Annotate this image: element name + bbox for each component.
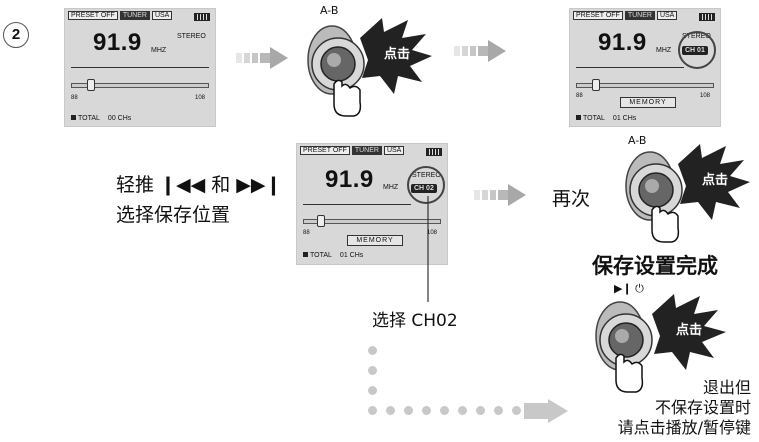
folder-icon bbox=[71, 115, 76, 120]
device-knob-bottom[interactable]: 点击 bbox=[586, 292, 736, 396]
path-dot bbox=[368, 366, 377, 375]
path-dot bbox=[458, 406, 467, 415]
channel-count: 01 CHs bbox=[612, 115, 637, 122]
arrow-right-icon bbox=[474, 184, 526, 206]
memory-label: MEMORY bbox=[620, 97, 676, 108]
ab-label: A-B bbox=[320, 4, 339, 17]
region-status: USA bbox=[656, 11, 678, 20]
device-knob-top[interactable]: 点击 bbox=[298, 16, 434, 120]
frequency-unit: MHZ bbox=[383, 184, 399, 191]
channel-total: TOTAL 01 CHs bbox=[303, 252, 363, 259]
folder-icon bbox=[576, 115, 581, 120]
tick-min: 88 bbox=[303, 230, 310, 236]
preset-status: PRESET OFF bbox=[573, 11, 623, 20]
tuning-thumb bbox=[87, 79, 95, 91]
exit-line-3: 请点击播放/暂停键 bbox=[617, 418, 751, 437]
play-pause-power-label: ▶❙ ⏻ bbox=[614, 282, 644, 295]
tick-max: 108 bbox=[427, 230, 438, 236]
path-arrowhead-icon bbox=[524, 399, 568, 423]
instruction-line-1: 轻推 ❙◀◀ 和 ▶▶❙ bbox=[116, 174, 282, 196]
channel-total: TOTAL 00 CHs bbox=[71, 115, 131, 122]
click-burst-text: 点击 bbox=[676, 322, 702, 338]
folder-icon bbox=[303, 252, 308, 257]
battery-icon bbox=[699, 13, 715, 21]
click-burst-text: 点击 bbox=[702, 172, 728, 188]
divider bbox=[576, 67, 684, 68]
tuning-track bbox=[576, 83, 714, 88]
path-dot bbox=[368, 346, 377, 355]
frequency-display: 91.9 bbox=[93, 29, 142, 56]
battery-icon bbox=[426, 148, 442, 156]
click-burst-text: 点击 bbox=[384, 46, 410, 62]
region-status: USA bbox=[151, 11, 173, 20]
tick-max: 108 bbox=[700, 93, 711, 99]
stereo-indicator: STEREO bbox=[177, 33, 206, 40]
again-label: 再次 bbox=[552, 188, 591, 210]
save-complete-label: 保存设置完成 bbox=[592, 254, 718, 278]
tick-min: 88 bbox=[71, 95, 78, 101]
mode-status: TUNER bbox=[624, 11, 655, 20]
callout-line bbox=[427, 196, 429, 302]
frequency-unit: MHZ bbox=[151, 47, 167, 54]
exit-line-2: 不保存设置时 bbox=[654, 398, 751, 417]
arrow-right-icon bbox=[236, 47, 288, 69]
tick-max: 108 bbox=[195, 95, 206, 101]
tuning-track bbox=[303, 219, 441, 224]
path-dot bbox=[440, 406, 449, 415]
mode-status: TUNER bbox=[119, 11, 150, 20]
tick-min: 88 bbox=[576, 93, 583, 99]
tuning-thumb bbox=[592, 79, 600, 91]
mode-status: TUNER bbox=[351, 146, 382, 155]
device-knob-middle[interactable]: 点击 bbox=[616, 142, 752, 246]
tuning-thumb bbox=[317, 215, 325, 227]
divider bbox=[303, 204, 411, 205]
frequency-display: 91.9 bbox=[325, 166, 374, 193]
path-dot bbox=[422, 406, 431, 415]
path-dot bbox=[512, 406, 521, 415]
channel-badge: CH 01 bbox=[682, 46, 708, 55]
path-dot bbox=[386, 406, 395, 415]
step-number-badge: 2 bbox=[3, 22, 29, 48]
channel-count: 01 CHs bbox=[339, 252, 364, 259]
exit-line-1: 退出但 bbox=[702, 378, 751, 397]
divider bbox=[71, 67, 209, 68]
ab-label: A-B bbox=[628, 134, 647, 147]
path-dot bbox=[368, 406, 377, 415]
preset-status: PRESET OFF bbox=[300, 146, 350, 155]
battery-icon bbox=[194, 13, 210, 21]
highlight-circle bbox=[407, 166, 445, 204]
total-label: TOTAL bbox=[310, 252, 332, 259]
instruction-line-2: 选择保存位置 bbox=[116, 204, 231, 226]
channel-badge: CH 02 bbox=[411, 184, 437, 193]
total-label: TOTAL bbox=[583, 115, 605, 122]
path-dot bbox=[404, 406, 413, 415]
frequency-display: 91.9 bbox=[598, 29, 647, 56]
highlight-circle bbox=[678, 31, 716, 69]
memory-label: MEMORY bbox=[347, 235, 403, 246]
channel-count: 00 CHs bbox=[107, 115, 132, 122]
path-dot bbox=[476, 406, 485, 415]
preset-status: PRESET OFF bbox=[68, 11, 118, 20]
tuning-track bbox=[71, 83, 209, 88]
region-status: USA bbox=[383, 146, 405, 155]
path-dot bbox=[368, 386, 377, 395]
path-dot bbox=[494, 406, 503, 415]
arrow-right-icon bbox=[454, 40, 506, 62]
total-label: TOTAL bbox=[78, 115, 100, 122]
channel-total: TOTAL 01 CHs bbox=[576, 115, 636, 122]
frequency-unit: MHZ bbox=[656, 47, 672, 54]
select-ch02-label: 选择 CH02 bbox=[372, 311, 458, 331]
